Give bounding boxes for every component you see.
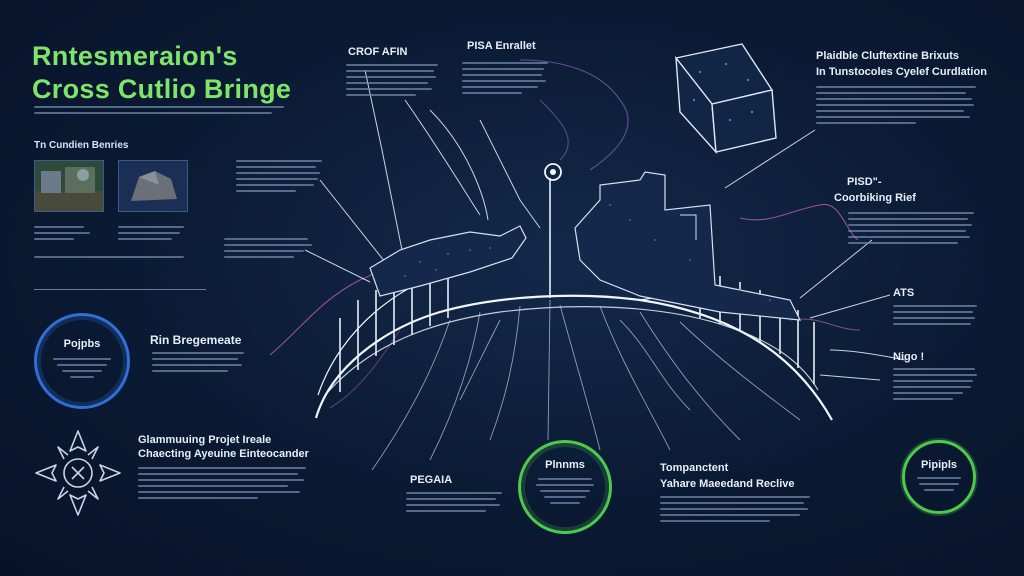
badge-left-text bbox=[53, 358, 111, 378]
pisa-enrallet-text bbox=[462, 62, 548, 94]
section-label: Tn Cundien Benries bbox=[34, 140, 129, 151]
left-panel-note bbox=[34, 256, 184, 258]
plaidble-text bbox=[816, 86, 976, 124]
pisa-enrallet-label: PISA Enrallet bbox=[467, 40, 536, 52]
thumbnail-image-left bbox=[34, 160, 104, 212]
crof-afin-text bbox=[346, 64, 438, 96]
upper-left-note bbox=[236, 160, 322, 192]
left-cliff-speckles bbox=[404, 247, 491, 277]
mid-left-note bbox=[224, 238, 312, 258]
title-line-2: Cross Cutlio Bringe bbox=[32, 74, 292, 104]
ats-label: ATS bbox=[893, 287, 915, 299]
glammuuing-heading-line2: Chaecting Ayeuine Einteocander bbox=[138, 448, 309, 460]
badge-left: Pojpbs bbox=[34, 313, 130, 409]
glammuuing-heading-line1: Glammuuing Projet Ireale bbox=[138, 434, 272, 446]
cube-speckles bbox=[692, 62, 754, 122]
pegaia-text bbox=[406, 492, 502, 512]
title-description bbox=[34, 106, 284, 114]
thumb-caption-left bbox=[34, 226, 102, 240]
compass-rose-icon bbox=[35, 430, 121, 516]
ats-text bbox=[893, 305, 977, 325]
plaidble-line2: In Tunstocoles Cyelef Curdlation bbox=[816, 66, 987, 78]
pointer-lines bbox=[304, 69, 906, 381]
plaidble-line1: Plaidble Cluftextine Brixuts bbox=[816, 50, 960, 62]
rin-bregemeate-heading: Rin Bregemeate bbox=[150, 333, 242, 347]
badge-right-title: Pipipls bbox=[920, 459, 958, 471]
cube-sketch bbox=[674, 43, 777, 155]
plaidble-heading: Plaidble Cluftextine Brixuts In Tunstoco… bbox=[816, 48, 987, 80]
badge-center-text bbox=[536, 478, 594, 504]
thumb-caption-right bbox=[118, 226, 188, 240]
pisd-label: PISD"- bbox=[847, 176, 882, 188]
badge-center: Plnnms bbox=[518, 440, 612, 534]
right-cliff-structure bbox=[574, 171, 802, 321]
nigo-text bbox=[893, 368, 977, 400]
thumbnail-image-right bbox=[118, 160, 188, 212]
badge-center-title: Plnnms bbox=[545, 459, 585, 471]
rin-bregemeate-text bbox=[152, 352, 244, 372]
badge-right: Pipipls bbox=[902, 440, 976, 514]
title-line-1: Rntesmeraion's bbox=[32, 41, 238, 71]
coorbiking-text bbox=[848, 212, 974, 244]
doorway bbox=[680, 214, 697, 240]
page-title: Rntesmeraion's Cross Cutlio Bringe bbox=[32, 40, 291, 106]
pegaia-label: PEGAIA bbox=[410, 474, 453, 486]
tompanctent-label: Tompanctent bbox=[660, 462, 729, 474]
lamp-post-icon bbox=[544, 163, 562, 181]
badge-right-text bbox=[917, 477, 961, 491]
crof-afin-label: CROF AFIN bbox=[348, 46, 408, 58]
glammuuing-heading: Glammuuing Projet Ireale Chaecting Ayeui… bbox=[138, 433, 309, 461]
yahare-label: Yahare Maeedand Reclive bbox=[660, 478, 795, 490]
yahare-text bbox=[660, 496, 810, 522]
left-divider bbox=[34, 289, 206, 290]
left-cliff bbox=[369, 225, 527, 297]
badge-left-title: Pojpbs bbox=[63, 338, 101, 350]
coorbiking-label: Coorbiking Rief bbox=[834, 192, 916, 204]
right-cliff-speckles bbox=[609, 204, 771, 301]
nigo-label: Nigo ! bbox=[893, 351, 925, 363]
root-lines bbox=[371, 299, 801, 471]
glammuuing-text bbox=[138, 467, 306, 499]
